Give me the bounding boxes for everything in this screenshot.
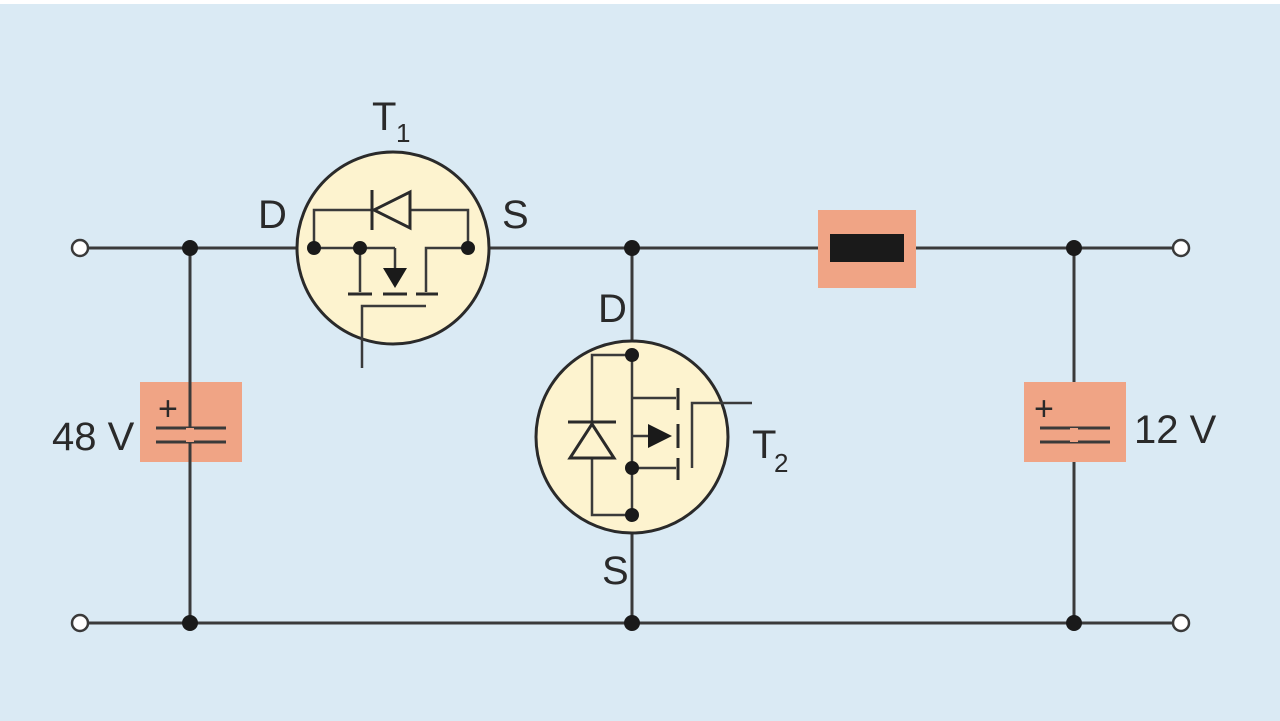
input-capacitor: + <box>140 382 242 462</box>
input-terminal-top <box>70 238 90 258</box>
input-voltage-label: 48 V <box>52 415 135 459</box>
t1-drain-label: D <box>258 193 287 237</box>
output-terminal-top <box>1171 238 1191 258</box>
input-capacitor-plus: + <box>158 390 178 428</box>
output-capacitor: + <box>1024 382 1126 462</box>
t1-label-subscript: 1 <box>396 118 410 148</box>
t2-source-label: S <box>602 549 629 593</box>
output-terminal-bottom <box>1171 613 1191 633</box>
t2-drain-label: D <box>598 287 627 331</box>
output-capacitor-plus: + <box>1034 390 1054 428</box>
input-terminal-bottom <box>70 613 90 633</box>
output-voltage-label: 12 V <box>1134 408 1217 452</box>
series-inductor <box>818 210 916 288</box>
t2-label: T <box>752 423 776 467</box>
mosfet-t2 <box>534 339 752 535</box>
t1-source-label: S <box>502 193 529 237</box>
t2-label-subscript: 2 <box>774 448 788 478</box>
junction-dots <box>182 240 1082 631</box>
t1-label: T <box>372 95 396 139</box>
mosfet-t1 <box>295 150 491 368</box>
